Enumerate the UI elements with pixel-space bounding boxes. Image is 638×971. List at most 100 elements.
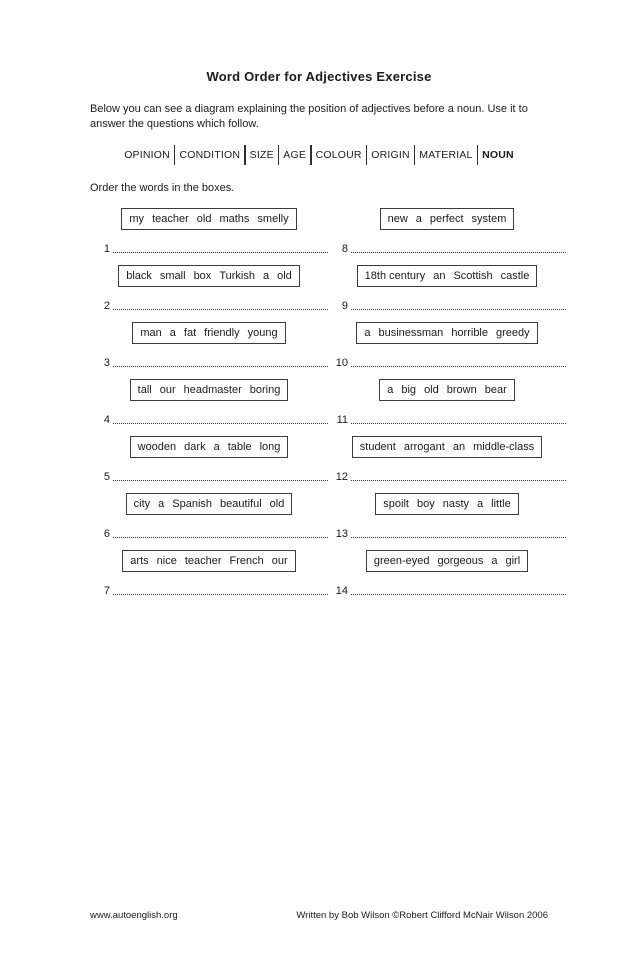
- footer-url: www.autoenglish.org: [90, 910, 178, 921]
- item-number: 3: [103, 357, 110, 369]
- word-chip: a: [364, 327, 371, 339]
- word-chip: nasty: [442, 498, 470, 510]
- word-chip: perfect: [429, 213, 464, 225]
- word-chip: new: [387, 213, 408, 225]
- item-number: 2: [103, 300, 110, 312]
- answer-row: 12: [328, 470, 566, 484]
- word-chip: our: [271, 555, 288, 567]
- diagram-divider: [476, 145, 479, 165]
- word-chip: green-eyed: [373, 555, 430, 567]
- answer-line: [113, 527, 328, 538]
- diagram-label: CONDITION: [179, 149, 241, 161]
- answer-line: [351, 413, 566, 424]
- answer-line: [351, 356, 566, 367]
- instruction-text: Order the words in the boxes.: [90, 182, 235, 194]
- word-chip: old: [196, 213, 212, 225]
- diagram-label: AGE: [283, 149, 307, 161]
- item-number: 6: [103, 528, 110, 540]
- word-chip: a: [158, 498, 165, 510]
- intro-paragraph: Below you can see a diagram explaining t…: [90, 103, 528, 130]
- word-chip: a: [477, 498, 484, 510]
- word-chip: bear: [484, 384, 507, 396]
- item-number: 5: [103, 471, 110, 483]
- word-chip: greedy: [496, 327, 530, 339]
- answer-row: 11: [328, 413, 566, 427]
- answer-line: [113, 584, 328, 595]
- diagram-label: MATERIAL: [419, 149, 473, 161]
- word-chip: middle-class: [473, 441, 535, 453]
- answer-row: 3: [90, 356, 328, 370]
- word-chip: Spanish: [172, 498, 213, 510]
- word-chip: maths: [219, 213, 250, 225]
- word-chip: boy: [416, 498, 435, 510]
- answer-row: 2: [90, 299, 328, 313]
- word-chip: old: [277, 270, 292, 282]
- answer-row: 7: [90, 584, 328, 598]
- word-chip: young: [247, 327, 278, 339]
- diagram-label: SIZE: [249, 149, 274, 161]
- word-chip: our: [159, 384, 176, 396]
- word-chip: fat: [183, 327, 197, 339]
- diagram-divider: [244, 145, 246, 165]
- word-chip: a: [415, 213, 422, 225]
- footer-credit: Written by Bob Wilson ©Robert Clifford M…: [296, 910, 548, 921]
- word-chip: French: [229, 555, 264, 567]
- item-number: 12: [335, 471, 348, 483]
- diagram-noun-label: NOUN: [482, 149, 514, 161]
- word-chip: a: [213, 441, 220, 453]
- answer-row: 4: [90, 413, 328, 427]
- word-chip: dark: [184, 441, 206, 453]
- answer-row: 10: [328, 356, 566, 370]
- word-chip: beautiful: [220, 498, 262, 510]
- answer-line: [351, 242, 566, 253]
- word-chip: old: [269, 498, 285, 510]
- word-chip: a: [169, 327, 176, 339]
- item-number: 4: [103, 414, 110, 426]
- word-chip: brown: [446, 384, 477, 396]
- item-number: 1: [103, 243, 110, 255]
- answer-line: [351, 470, 566, 481]
- answer-line: [113, 356, 328, 367]
- word-chip: my: [129, 213, 145, 225]
- diagram-divider: [277, 145, 280, 165]
- item-number: 7: [103, 585, 110, 597]
- answer-line: [113, 242, 328, 253]
- answer-row: 13: [328, 527, 566, 541]
- diagram-divider: [173, 145, 176, 165]
- word-chip: teacher: [152, 213, 189, 225]
- answer-line: [113, 299, 328, 310]
- word-chip: black: [126, 270, 152, 282]
- item-number: 10: [335, 357, 348, 369]
- diagram-label: ORIGIN: [371, 149, 410, 161]
- word-chip: teacher: [184, 555, 222, 567]
- diagram-divider: [365, 145, 368, 165]
- answer-row: 5: [90, 470, 328, 484]
- answer-row: 14: [328, 584, 566, 598]
